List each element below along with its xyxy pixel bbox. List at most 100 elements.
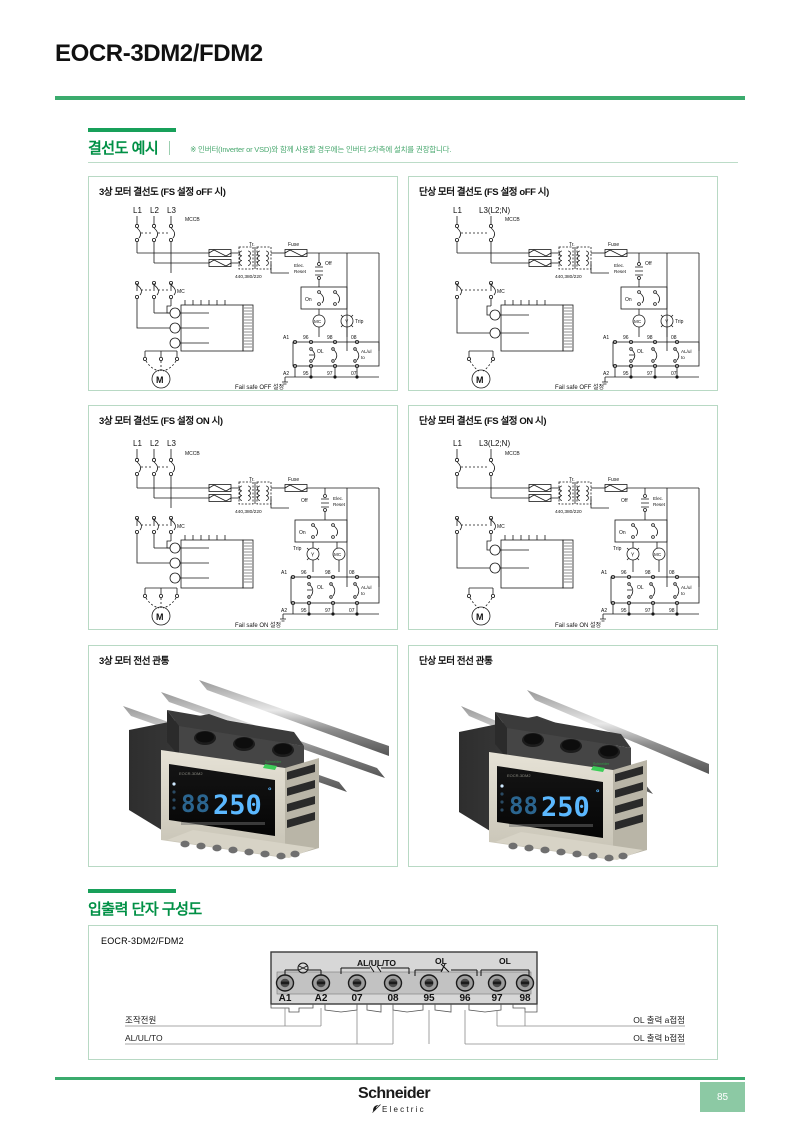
svg-text:to: to (681, 355, 685, 360)
svg-text:to: to (361, 355, 365, 360)
svg-text:조작전원: 조작전원 (125, 1015, 156, 1025)
svg-text:96: 96 (301, 570, 307, 576)
svg-text:97: 97 (647, 371, 653, 377)
svg-text:to: to (681, 591, 685, 596)
svg-text:On: On (625, 297, 632, 303)
section-note-inverter: ※ 인버터(Inverter or VSD)와 함께 사용할 경우에는 인버터 … (190, 145, 452, 154)
svg-text:MC: MC (334, 552, 342, 557)
svg-text:96: 96 (459, 993, 471, 1004)
panel-single-phase-pass-through: 단상 모터 전선 관통 (408, 645, 718, 867)
svg-text:MCCB: MCCB (505, 217, 520, 223)
panel-title-three-phase-pass-through: 3상 모터 전선 관통 (99, 656, 169, 667)
svg-text:95: 95 (621, 608, 627, 614)
svg-text:L1: L1 (453, 439, 462, 448)
svg-text:Fail safe OFF 설정: Fail safe OFF 설정 (235, 383, 284, 391)
svg-text:OL 출력 a접점: OL 출력 a접점 (633, 1015, 685, 1025)
svg-text:OL: OL (317, 349, 324, 355)
panel-title-single-phase-fs-off: 단상 모터 결선도 (FS 설정 oFF 시) (419, 187, 549, 198)
svg-text:440,380/220: 440,380/220 (555, 274, 582, 280)
svg-text:AL/ul: AL/ul (361, 585, 371, 590)
svg-text:MCCB: MCCB (185, 217, 200, 223)
panel-title-three-phase-fs-off: 3상 모터 결선도 (FS 설정 oFF 시) (99, 187, 226, 198)
device-photo-three-phase: EOCR-3DM2 Schneider 88 250 ° (89, 672, 397, 866)
svg-text:Off: Off (325, 261, 332, 267)
svg-text:Tr.: Tr. (249, 477, 255, 483)
svg-text:98: 98 (647, 335, 653, 341)
svg-text:L1: L1 (453, 206, 462, 215)
svg-text:96: 96 (303, 335, 309, 341)
svg-text:A1: A1 (281, 570, 287, 576)
svg-text:MC: MC (497, 524, 505, 530)
svg-text:95: 95 (423, 993, 435, 1004)
svg-text:OL 출력 b접점: OL 출력 b접점 (633, 1033, 685, 1043)
svg-text:°: ° (595, 789, 600, 799)
terminal-layout-panel: EOCR-3DM2/FDM2 AL/UL/TO OL OL (88, 925, 718, 1060)
wiring-diagram-three-phase-fs-off: L1 L2 L3 MCCB Tr. (133, 206, 380, 391)
svg-text:Y: Y (311, 553, 315, 559)
section-title-terminal: 입출력 단자 구성도 (88, 901, 202, 918)
svg-text:96: 96 (623, 335, 629, 341)
schneider-mark-icon (372, 1104, 381, 1113)
svg-text:08: 08 (671, 335, 677, 341)
svg-text:250: 250 (541, 792, 590, 823)
svg-text:Off: Off (301, 498, 308, 504)
svg-text:to: to (361, 591, 365, 596)
wiring-diagram-single-phase-fs-on: L1 L3(L2;N) MCCB Tr. 440,380/220 (453, 439, 700, 629)
svg-text:MC: MC (314, 319, 322, 324)
svg-text:Fuse: Fuse (608, 242, 619, 248)
svg-text:Y: Y (345, 320, 349, 326)
svg-text:95: 95 (623, 371, 629, 377)
svg-text:440,380/220: 440,380/220 (555, 509, 582, 515)
svg-text:98: 98 (519, 993, 531, 1004)
svg-text:AL/ul: AL/ul (681, 585, 691, 590)
svg-text:AL/UL/TO: AL/UL/TO (357, 958, 396, 968)
section-accent-bar-2 (88, 889, 176, 893)
logo-subtext-label: Electric (382, 1105, 426, 1114)
svg-text:Reset: Reset (333, 502, 346, 507)
svg-text:A2: A2 (315, 993, 328, 1004)
svg-text:97: 97 (491, 993, 503, 1004)
panel-title-single-phase-fs-on: 단상 모터 결선도 (FS 설정 ON 시) (419, 416, 547, 427)
footer-divider (55, 1077, 745, 1080)
svg-text:A2: A2 (281, 608, 287, 614)
svg-text:L3(L2;N): L3(L2;N) (479, 206, 510, 215)
section-header-wiring-examples: 결선도 예시 ※ 인버터(Inverter or VSD)와 함께 사용할 경우… (88, 128, 738, 163)
svg-text:Elec.: Elec. (614, 263, 624, 268)
svg-text:AL/ul: AL/ul (681, 349, 691, 354)
svg-text:97: 97 (327, 371, 333, 377)
schneider-electric-logo: Schneider Electric (358, 1086, 431, 1115)
panel-single-phase-fs-on: 단상 모터 결선도 (FS 설정 ON 시) L1 L3(L2;N) MCCB … (408, 405, 718, 630)
svg-text:440,380/220: 440,380/220 (235, 274, 262, 280)
title-divider (55, 96, 745, 100)
svg-text:EOCR-3DM2: EOCR-3DM2 (179, 771, 203, 776)
svg-text:250: 250 (213, 790, 262, 821)
svg-text:07: 07 (351, 371, 357, 377)
panel-single-phase-fs-off: 단상 모터 결선도 (FS 설정 oFF 시) L1 L3(L2;N) MCCB… (408, 176, 718, 391)
svg-text:L2: L2 (150, 206, 159, 215)
svg-text:95: 95 (301, 608, 307, 614)
svg-text:Reset: Reset (653, 502, 666, 507)
svg-text:Elec.: Elec. (294, 263, 304, 268)
svg-text:Fuse: Fuse (288, 242, 299, 248)
panel-title-three-phase-fs-on: 3상 모터 결선도 (FS 설정 ON 시) (99, 416, 223, 427)
svg-text:A2: A2 (601, 608, 607, 614)
page-title: EOCR-3DM2/FDM2 (55, 40, 263, 67)
svg-text:98: 98 (327, 335, 333, 341)
svg-text:A2: A2 (283, 371, 289, 377)
svg-text:08: 08 (669, 570, 675, 576)
svg-text:Elec.: Elec. (653, 496, 663, 501)
svg-text:M: M (476, 612, 484, 622)
svg-text:L3: L3 (167, 206, 176, 215)
svg-text:98: 98 (669, 608, 675, 614)
svg-text:07: 07 (349, 608, 355, 614)
svg-text:Tr.: Tr. (569, 242, 575, 248)
svg-text:08: 08 (387, 993, 399, 1004)
svg-text:MC: MC (177, 289, 185, 295)
svg-text:OL: OL (435, 956, 447, 966)
svg-text:97: 97 (325, 608, 331, 614)
svg-text:88: 88 (181, 790, 210, 818)
svg-text:97: 97 (645, 608, 651, 614)
svg-text:Y: Y (665, 320, 669, 326)
svg-text:Y: Y (631, 553, 635, 559)
svg-text:MC: MC (497, 289, 505, 295)
